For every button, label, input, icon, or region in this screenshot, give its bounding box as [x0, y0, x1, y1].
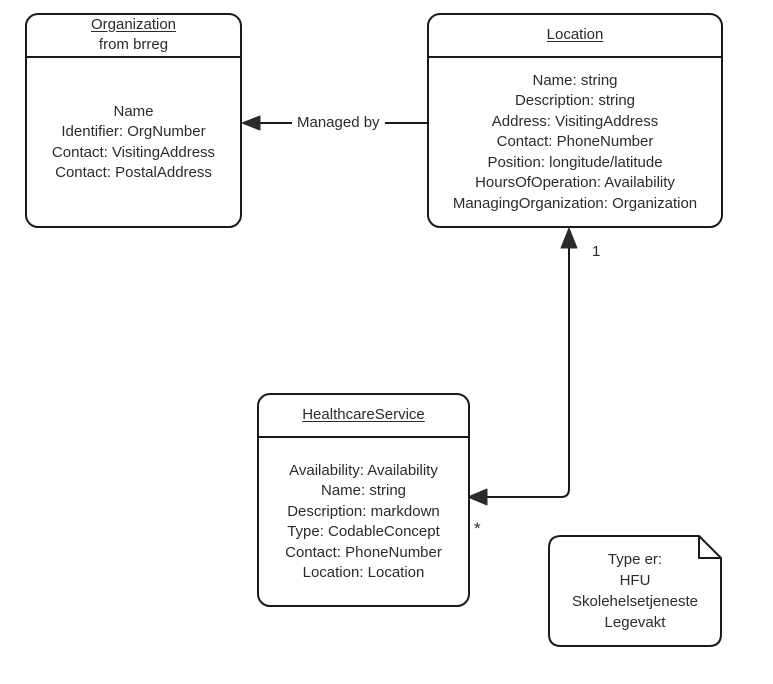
note-line: Skolehelsetjeneste	[572, 593, 698, 610]
edge-service-location-arrowhead-location	[560, 227, 578, 249]
multiplicity-location-one: 1	[592, 243, 601, 260]
class-attribute: Name: string	[532, 71, 618, 89]
class-healthcare-service-attributes: Availability: Availability Name: string …	[257, 437, 470, 607]
class-attribute: Type: CodableConcept	[287, 523, 440, 540]
multiplicity-service-many: *	[474, 519, 481, 538]
class-location-title: Location	[546, 25, 604, 43]
class-healthcare-service-header: HealthcareService	[257, 393, 470, 437]
class-attribute: Description: markdown	[287, 502, 440, 520]
class-attribute: Address: VisitingAddress	[491, 112, 659, 130]
edge-label-managed-by: Managed by	[292, 114, 385, 131]
edge-service-location-arrowhead-service	[467, 488, 488, 506]
note-type-er[interactable]: Type er: HFU Skolehelsetjeneste Legevakt	[548, 535, 722, 647]
class-attribute: Description: string	[514, 92, 636, 110]
note-line: HFU	[619, 572, 651, 589]
class-attribute: Contact: VisitingAddress	[51, 143, 216, 161]
class-attribute: Contact: PhoneNumber	[285, 543, 442, 561]
location-box-outline	[427, 13, 723, 228]
class-organization-attributes: Name Identifier: OrgNumber Contact: Visi…	[25, 57, 242, 228]
edge-managed-by-arrowhead	[241, 115, 261, 131]
healthcare-service-box-outline	[257, 393, 470, 607]
class-organization[interactable]: Organization from brreg Name Identifier:…	[25, 13, 242, 228]
class-attribute: Availability: Availability	[289, 461, 438, 479]
class-attribute: Identifier: OrgNumber	[61, 123, 206, 140]
class-location-header: Location	[427, 13, 723, 57]
note-line: Legevakt	[604, 614, 666, 631]
edge-service-location	[467, 227, 578, 506]
note-fold-icon	[698, 536, 721, 559]
class-attribute: Contact: PostalAddress	[55, 164, 212, 181]
class-attribute: HoursOfOperation: Availability	[475, 174, 675, 192]
edge-service-location-line	[484, 240, 570, 498]
note-box-outline	[548, 535, 722, 647]
class-organization-subtitle: from brreg	[98, 36, 169, 53]
class-attribute: Name	[113, 102, 154, 120]
note-line: Type er:	[607, 551, 663, 568]
class-organization-header: Organization from brreg	[25, 13, 242, 57]
class-healthcare-service-title: HealthcareService	[302, 405, 425, 423]
class-attribute: Contact: PhoneNumber	[496, 133, 654, 151]
class-attribute: Name: string	[320, 482, 407, 499]
class-location-attributes: Name: string Description: string Address…	[427, 57, 723, 228]
class-attribute: ManagingOrganization: Organization	[452, 194, 698, 212]
class-location[interactable]: Location Name: string Description: strin…	[427, 13, 723, 228]
organization-box-outline	[25, 13, 242, 228]
class-healthcare-service[interactable]: HealthcareService Availability: Availabi…	[257, 393, 470, 607]
class-attribute: Location: Location	[302, 564, 425, 581]
class-organization-title: Organization	[90, 15, 177, 33]
class-attribute: Position: longitude/latitude	[487, 153, 663, 171]
